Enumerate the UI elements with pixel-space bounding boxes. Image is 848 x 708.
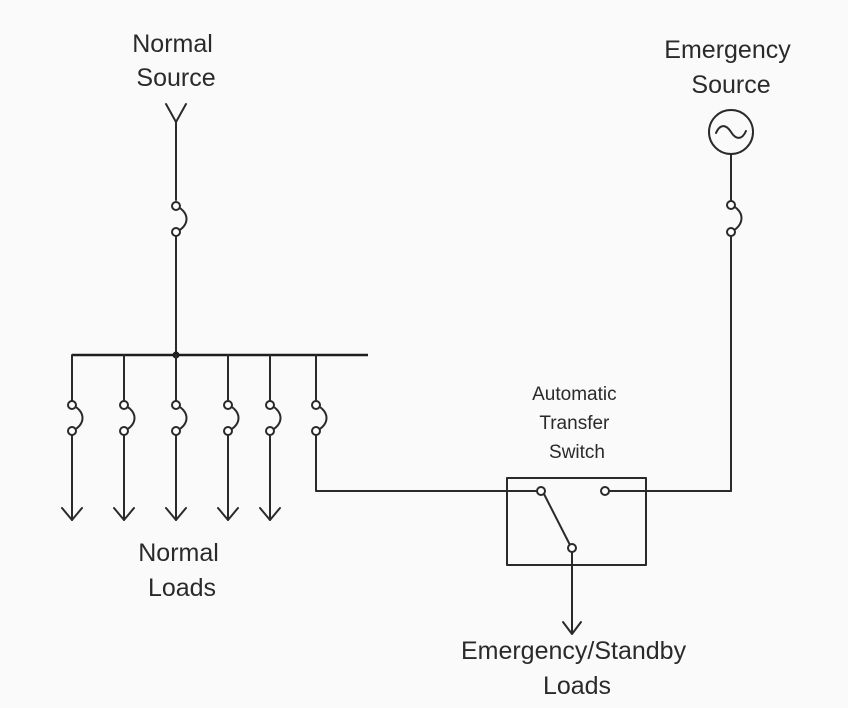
emergency-source-label: Emergency Source [664,36,797,99]
normal-load-feeders [61,354,538,521]
feeder-6 [311,354,538,492]
ats-normal-contact [536,486,546,496]
feeder-breaker-icon [171,400,188,436]
emergency-source-line-1: Emergency [664,36,791,64]
load-arrow-icon [113,507,135,521]
emergency-source-icon [708,109,754,155]
normal-loads-line-2: Loads [148,574,216,602]
emergency-load-arrow-icon [562,621,582,635]
normal-source-line-2: Source [136,64,215,92]
normal-source-icon [165,103,187,123]
feeder-5 [259,354,282,521]
feeder-breaker-icon [223,400,240,436]
feeder-breaker-icon [67,400,84,436]
normal-loads-label: Normal Loads [138,539,226,602]
feeder-breaker-icon [311,400,328,436]
load-arrow-icon [259,507,281,521]
automatic-transfer-switch [506,477,647,566]
emergency-loads-label: Emergency/Standby Loads [461,637,693,700]
ats-line-1: Automatic [532,384,616,405]
ats-common-contact [567,543,577,553]
feeder-1 [61,354,84,521]
load-arrow-icon [217,507,239,521]
normal-source-label: Normal Source [132,30,220,92]
feeder-to-ats-wire [315,434,538,492]
emergency-breaker-icon [726,200,743,237]
feeder-4 [217,354,240,521]
load-arrow-icon [165,507,187,521]
normal-source-line-1: Normal [132,30,213,58]
main-breaker-icon [171,201,188,237]
ats-line-3: Switch [549,442,605,463]
feeder-breaker-icon [265,400,282,436]
emergency-source-line-2: Source [691,71,770,99]
ats-emergency-contact [600,486,610,496]
ats-label: Automatic Transfer Switch [532,384,622,463]
ats-blade [543,493,571,546]
emergency-loads-line-1: Emergency/Standby [461,637,687,665]
ats-line-2: Transfer [539,413,610,434]
normal-loads-line-1: Normal [138,539,219,567]
feeder-3 [165,354,188,521]
load-arrow-icon [61,507,83,521]
emergency-loads-line-2: Loads [543,672,611,700]
feeder-2 [113,354,136,521]
feeder-breaker-icon [119,400,136,436]
